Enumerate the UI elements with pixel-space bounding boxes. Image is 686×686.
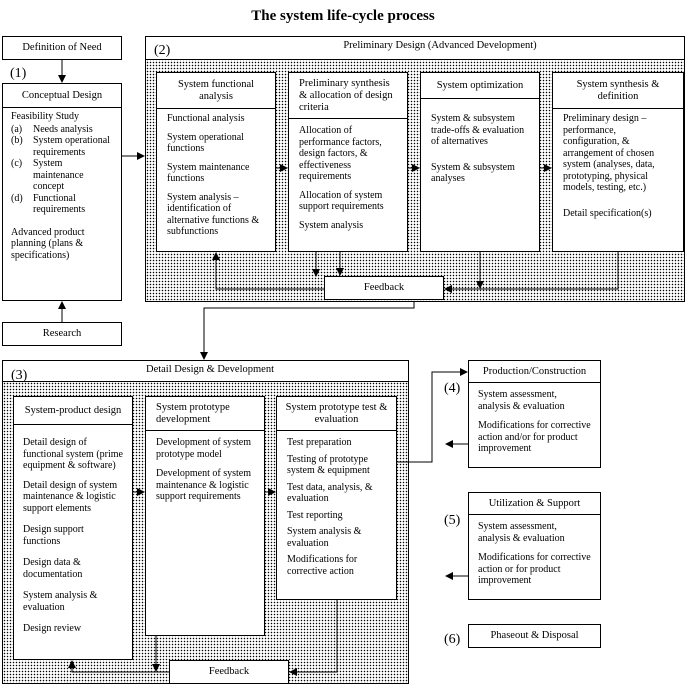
box-body: Development of system prototype model De… [146, 437, 264, 510]
box-item: Development of system prototype model [156, 437, 251, 460]
box-item: Testing of prototype system & equipment [287, 453, 370, 477]
box-item: Detail design of functional system (prim… [23, 437, 123, 471]
box-header: System functional analysis [157, 73, 275, 109]
box-header: System prototype development [146, 397, 264, 431]
box-item: System analysis – identification of alte… [167, 191, 260, 238]
feasibility-item: (c)System maintenance concept [11, 158, 84, 192]
feasibility-item: (b)System operational requirements [11, 135, 110, 158]
conceptual-design-label: Conceptual Design [21, 89, 103, 101]
phase-1-number: (1) [10, 66, 27, 81]
definition-of-need-label: Definition of Need [22, 42, 102, 53]
system-prototype-test-box: System prototype test & evaluation Test … [276, 396, 397, 600]
phase-3-number: (3) [11, 368, 28, 383]
phase-2-number: (2) [154, 43, 171, 58]
box-item: Allocation of system support requirement… [299, 189, 384, 213]
utilization-support-box: Utilization & Support System assessment,… [468, 492, 601, 600]
box-item: System maintenance functions [167, 161, 250, 185]
system-functional-analysis-box: System functional analysis Functional an… [156, 72, 276, 252]
box-item: Allocation of performance factors, desig… [299, 125, 382, 182]
conceptual-design-body: Feasibility Study (a)Needs analysis (b)S… [3, 111, 121, 261]
definition-of-need-box: Definition of Need [2, 36, 122, 60]
box-body: Test preparation Testing of prototype sy… [277, 437, 396, 584]
box-item: Test preparation [287, 437, 352, 448]
box-item: Test reporting [287, 509, 343, 521]
system-synthesis-definition-box: System synthesis & definition Preliminar… [552, 72, 684, 252]
arrow-preliminary-to-detail [200, 302, 415, 360]
phaseout-disposal-box: Phaseout & Disposal [468, 624, 601, 648]
box-item: Functional analysis [167, 113, 245, 124]
box-header: Production/Construction [469, 361, 600, 383]
box-item: Detail specification(s) [563, 207, 652, 219]
box-item: Test data, analysis, & evaluation [287, 481, 373, 505]
box-header: Utilization & Support [469, 493, 600, 515]
box-item: Detail design of system maintenance & lo… [23, 479, 118, 514]
system-optimization-box: System optimization System & subsystem t… [420, 72, 540, 252]
preliminary-feedback-box: Feedback [324, 276, 444, 300]
feasibility-study-label: Feasibility Study [11, 111, 80, 122]
diagram-title: The system life-cycle process [251, 8, 435, 24]
box-item: Modifications for corrective action [287, 554, 358, 577]
phaseout-disposal-label: Phaseout & Disposal [490, 630, 579, 641]
detail-feedback-box: Feedback [169, 660, 289, 684]
detail-design-header [3, 361, 408, 382]
box-item: Development of system maintenance & logi… [156, 468, 251, 502]
box-header: Preliminary synthesis & allocation of de… [289, 73, 407, 119]
box-item: Modifications for corrective action or f… [478, 552, 591, 586]
box-header: System synthesis & definition [553, 73, 683, 109]
box-header: System prototype test & evaluation [277, 397, 396, 431]
box-item: System analysis [299, 219, 364, 231]
feasibility-item: (a)Needs analysis [11, 123, 93, 135]
preliminary-design-header [146, 37, 684, 60]
detail-design-label: Detail Design & Development [145, 364, 274, 375]
box-item: Design data & documentation [23, 557, 83, 580]
box-body: Detail design of functional system (prim… [14, 437, 132, 642]
box-item: System & subsystem trade-offs & evaluati… [431, 113, 525, 147]
research-label: Research [42, 328, 82, 339]
box-item: Design support functions [23, 524, 84, 547]
box-body: System & subsystem trade-offs & evaluati… [421, 113, 539, 192]
box-item: Design review [23, 623, 82, 634]
preliminary-synthesis-box: Preliminary synthesis & allocation of de… [288, 72, 408, 252]
box-header: System optimization [421, 73, 539, 99]
phase-5-number: (5) [444, 513, 461, 528]
conceptual-design-box: Conceptual Design Feasibility Study (a)N… [2, 83, 122, 301]
preliminary-feedback-label: Feedback [363, 282, 405, 293]
box-body: System assessment, analysis & evaluation… [469, 521, 600, 594]
preliminary-design-label: Preliminary Design (Advanced Development… [343, 40, 537, 51]
detail-feedback-label: Feedback [208, 666, 250, 677]
box-item: System & subsystem analyses [431, 161, 515, 185]
box-item: System analysis & evaluation [287, 526, 362, 549]
box-item: Preliminary design – performance, config… [563, 113, 655, 193]
box-header: System-product design [14, 397, 132, 425]
feasibility-item: (d)Functional requirements [11, 192, 86, 216]
research-box: Research [2, 322, 122, 346]
box-body: Preliminary design – performance, config… [553, 113, 683, 226]
box-item: System operational functions [167, 131, 244, 155]
box-item: System assessment, analysis & evaluation [478, 521, 565, 544]
box-body: Functional analysis System operational f… [157, 113, 275, 245]
phase-4-number: (4) [444, 381, 461, 396]
box-item: Modifications for corrective action and/… [478, 420, 591, 454]
system-prototype-development-box: System prototype development Development… [145, 396, 265, 636]
box-body: Allocation of performance factors, desig… [289, 125, 407, 238]
production-construction-box: Production/Construction System assessmen… [468, 360, 601, 468]
phase-6-number: (6) [444, 632, 461, 647]
conceptual-design-header: Conceptual Design [3, 84, 121, 108]
box-item: System assessment, analysis & evaluation [478, 389, 565, 412]
system-product-design-box: System-product design Detail design of f… [13, 396, 133, 660]
advanced-product-planning-label: Advanced product planning (plans & speci… [11, 226, 85, 261]
box-item: System analysis & evaluation [23, 590, 98, 613]
box-body: System assessment, analysis & evaluation… [469, 389, 600, 462]
